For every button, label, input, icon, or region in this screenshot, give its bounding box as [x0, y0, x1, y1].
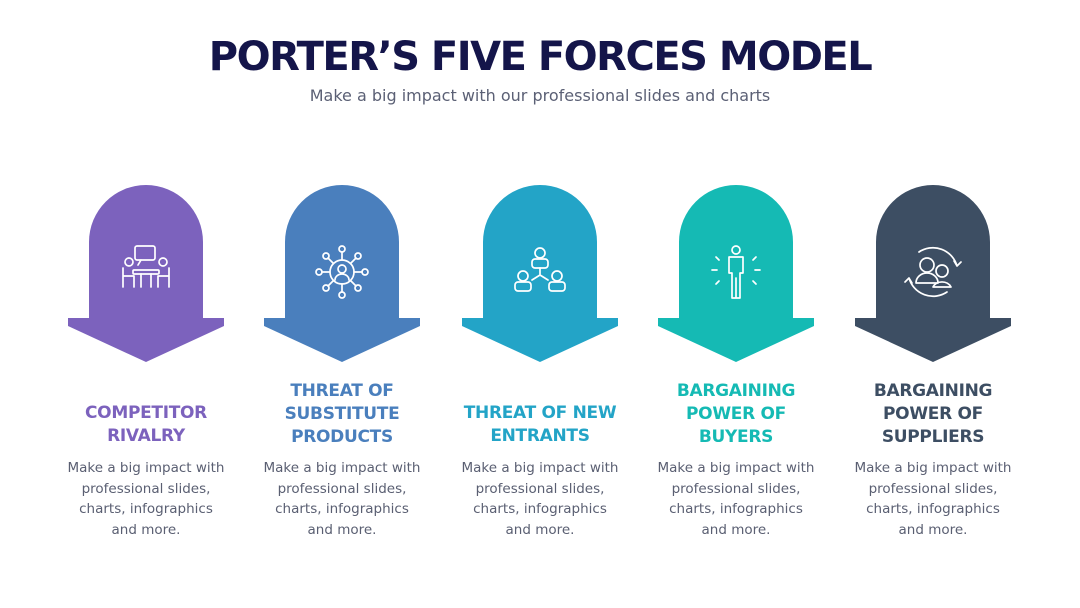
force-description: Make a big impact with professional slid…	[461, 460, 619, 538]
network-user-icon	[315, 245, 369, 299]
arrow-fill	[658, 185, 814, 362]
force-description: Make a big impact with professional slid…	[854, 460, 1012, 538]
users-exchange-icon	[904, 246, 962, 298]
arrow-shape	[462, 185, 618, 362]
person-standing-icon	[711, 245, 761, 299]
team-hierarchy-icon	[514, 247, 566, 292]
force-title: THREAT OF NEW ENTRANTS	[463, 403, 617, 446]
page-subtitle: Make a big impact with our professional …	[309, 86, 771, 105]
force-title: BARGAINING POWER OF BUYERS	[676, 381, 796, 447]
force-title: BARGAINING POWER OF SUPPLIERS	[873, 381, 993, 447]
meeting-table-icon	[122, 245, 170, 288]
force-description: Make a big impact with professional slid…	[263, 460, 421, 538]
force-description: Make a big impact with professional slid…	[67, 460, 225, 538]
page-title: PORTER’S FIVE FORCES MODEL	[208, 34, 873, 80]
arrow-shape	[68, 185, 224, 362]
force-title: COMPETITOR RIVALRY	[85, 403, 207, 446]
arrow-shape	[658, 185, 814, 362]
force-title: THREAT OF SUBSTITUTE PRODUCTS	[284, 381, 400, 447]
force-description: Make a big impact with professional slid…	[657, 460, 815, 538]
arrow-shape	[264, 185, 420, 362]
arrow-shape	[855, 185, 1011, 362]
arrow-fill	[855, 185, 1011, 362]
